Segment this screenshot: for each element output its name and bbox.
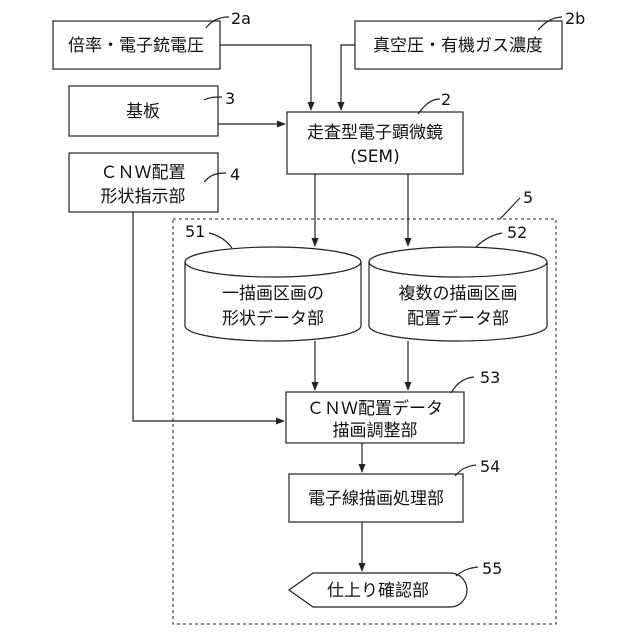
cnw-adjust-ref: 53 (480, 368, 500, 387)
sem-label-line2: (SEM) (350, 147, 399, 167)
substrate-label: 基板 (126, 102, 160, 122)
shape-data-line2: 形状データ部 (222, 308, 324, 329)
vacuum-gas-label: 真空圧・有機ガス濃度 (373, 36, 543, 56)
ebeam-box: 電子線描画処理部 (289, 474, 463, 522)
arrow-vacuum-to-sem (341, 45, 355, 110)
vacuum-ref: 2b (565, 9, 585, 28)
placement-data-ref: 52 (507, 223, 527, 242)
placement-data-leader (476, 233, 502, 247)
substrate-ref: 3 (225, 89, 235, 108)
cnw-adjust-leader (451, 377, 474, 393)
finish-check-label: 仕上り確認部 (327, 581, 429, 601)
vacuum-gas-box: 真空圧・有機ガス濃度 (355, 21, 562, 69)
ebeam-label: 電子線描画処理部 (308, 489, 444, 509)
magnification-voltage-box: 倍率・電子銃電圧 (53, 21, 220, 69)
magnification-voltage-label: 倍率・電子銃電圧 (68, 36, 204, 56)
cnw-instruction-ref: 4 (230, 165, 240, 184)
shape-data-line1: 一描画区画の (222, 284, 324, 304)
processing-unit-leader (500, 198, 520, 219)
shape-data-cylinder: 一描画区画の 形状データ部 (185, 247, 361, 341)
magnification-ref: 2a (231, 9, 251, 28)
processing-unit-ref: 5 (523, 188, 533, 207)
finish-check-display: 仕上り確認部 (289, 573, 467, 607)
sem-label-line1: 走査型電子顕微鏡 (307, 123, 443, 143)
placement-data-cylinder: 複数の描画区画 配置データ部 (369, 247, 547, 341)
cnw-adjust-box: ＣＮＷ配置データ 描画調整部 (286, 392, 464, 443)
sem-box: 走査型電子顕微鏡 (SEM) (287, 112, 463, 174)
shape-data-ref: 51 (185, 222, 205, 241)
sem-ref: 2 (441, 90, 451, 109)
cnw-instruction-line1: ＣＮＷ配置 (101, 163, 186, 183)
cnw-adjust-line2: 描画調整部 (333, 421, 418, 441)
placement-data-line2: 配置データ部 (407, 308, 509, 329)
placement-data-line1: 複数の描画区画 (399, 284, 518, 304)
ebeam-ref: 54 (480, 457, 500, 476)
finish-check-leader (456, 567, 478, 576)
cnw-adjust-line1: ＣＮＷ配置データ (307, 398, 443, 419)
substrate-box: 基板 (69, 86, 218, 136)
shape-data-leader (209, 233, 232, 248)
cnw-instruction-line2: 形状指示部 (101, 187, 186, 207)
cnw-instruction-box: ＣＮＷ配置 形状指示部 (69, 153, 218, 212)
finish-check-ref: 55 (482, 559, 502, 578)
